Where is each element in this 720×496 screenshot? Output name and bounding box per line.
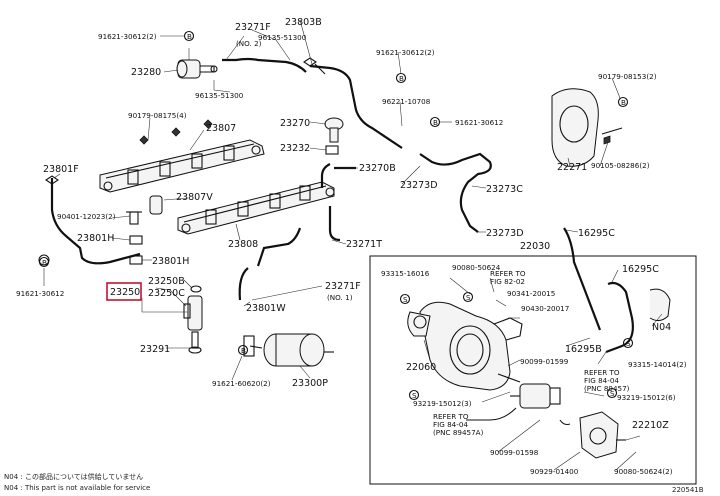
label-93219-15012-a: 93219-15012(3) bbox=[413, 399, 472, 408]
label-23271f-no1: 23271F bbox=[325, 281, 361, 292]
label-23273d-a: 23273D bbox=[400, 180, 438, 191]
label-23801f: 23801F bbox=[43, 164, 79, 175]
small-fittings-drawing bbox=[126, 195, 163, 265]
label-23273c: 23273C bbox=[486, 184, 523, 195]
label-23271f-no1-sub: (NO. 1) bbox=[327, 293, 353, 302]
idle-control-valve-drawing bbox=[466, 383, 561, 421]
label-pnc-b: (PNC 89457A) bbox=[433, 428, 484, 437]
label-23271f-no2: 23271F bbox=[235, 22, 271, 33]
label-91621-30612-tr: 91621-30612(2) bbox=[376, 48, 435, 57]
label-22271: 22271 bbox=[557, 162, 587, 173]
label-90341-20015: 90341-20015 bbox=[507, 289, 555, 298]
label-23250b: 23250B bbox=[148, 276, 185, 287]
bullet-b-4: B bbox=[42, 258, 47, 267]
fuel-filter-drawing bbox=[243, 333, 334, 367]
throttle-body-drawing bbox=[407, 301, 523, 391]
fuel-pipe-23801f-drawing bbox=[38, 175, 141, 266]
throttle-body-assembly-frame bbox=[369, 255, 697, 485]
label-93219-15012-b: 93219-15012(6) bbox=[617, 393, 676, 402]
label-23801h-b: 23801H bbox=[152, 256, 189, 267]
bullet-b-2: B bbox=[399, 74, 404, 83]
label-23807: 23807 bbox=[206, 123, 236, 134]
label-16295c-a: 16295C bbox=[578, 228, 615, 239]
label-96135-51300-b: 96135-51300 bbox=[195, 91, 244, 100]
label-90179-08153: 90179-08153(2) bbox=[598, 72, 657, 81]
label-90080-50624-a: 90080-50624 bbox=[452, 263, 501, 272]
fuel-rail-23808-drawing bbox=[177, 181, 335, 235]
label-91621-60620: 91621-60620(2) bbox=[212, 379, 271, 388]
label-23232: 23232 bbox=[280, 143, 310, 154]
bullet-s-2: S bbox=[466, 293, 471, 302]
label-93315-16016: 93315-16016 bbox=[381, 269, 430, 278]
label-n04: N04 bbox=[652, 322, 671, 333]
bullet-s-1: S bbox=[403, 295, 408, 304]
label-90179-08175: 90179-08175(4) bbox=[128, 111, 187, 120]
label-fig-84-a: FIG 84-04 bbox=[584, 376, 619, 385]
label-91621-30612-tl: 91621-30612(2) bbox=[98, 32, 157, 41]
label-refer-84-a: REFER TO bbox=[584, 368, 620, 377]
label-23280: 23280 bbox=[131, 67, 161, 78]
label-23801w: 23801W bbox=[246, 303, 286, 314]
label-96221-10708: 96221-10708 bbox=[382, 97, 431, 106]
callout-bullets bbox=[38, 30, 634, 401]
label-23250: 23250 bbox=[110, 287, 140, 298]
leader-lines bbox=[43, 19, 663, 471]
label-22060: 22060 bbox=[406, 362, 436, 373]
throttle-cover-22271-drawing bbox=[551, 88, 623, 167]
label-refer-82: REFER TO bbox=[490, 269, 526, 278]
label-91621-30612-bl: 91621-30612 bbox=[16, 289, 64, 298]
bullet-s-3: S bbox=[412, 391, 417, 400]
label-23270b: 23270B bbox=[359, 163, 396, 174]
bullet-b-5: B bbox=[241, 346, 246, 355]
label-23270: 23270 bbox=[280, 118, 310, 129]
pulsation-damper-drawing bbox=[324, 117, 344, 155]
label-23807v: 23807V bbox=[176, 192, 213, 203]
bullet-b-6: B bbox=[621, 98, 626, 107]
label-90401-12023: 90401-12023(2) bbox=[57, 212, 116, 221]
label-22210z: 22210Z bbox=[632, 420, 669, 431]
label-23271t: 23271T bbox=[346, 239, 382, 250]
label-90105-08286: 90105-08286(2) bbox=[591, 161, 650, 170]
label-91621-30612-mid: 91621-30612 bbox=[455, 118, 503, 127]
label-16295b: 16295B bbox=[565, 344, 602, 355]
label-23801h-a: 23801H bbox=[77, 233, 114, 244]
fuel-hose-drawings bbox=[238, 152, 492, 301]
fuel-injector-drawing bbox=[183, 285, 203, 354]
footer-note-jp: N04 : この部品については供給していません bbox=[4, 472, 143, 481]
label-16295c-b: 16295C bbox=[622, 264, 659, 275]
fuel-tube-23803b-drawing bbox=[222, 57, 403, 149]
fuel-pressure-regulator-drawing bbox=[176, 48, 218, 79]
bullet-b-3: B bbox=[433, 118, 438, 127]
label-23803b: 23803B bbox=[285, 17, 322, 28]
label-90929-01400: 90929-01400 bbox=[530, 467, 579, 476]
label-90099-01598: 90099-01598 bbox=[490, 448, 539, 457]
label-96135-51300-a: 96135-51300 bbox=[258, 33, 307, 42]
label-fig-82: FIG 82-02 bbox=[490, 277, 525, 286]
bullet-s-4: S bbox=[610, 389, 615, 398]
label-23271f-no2-sub: (NO. 2) bbox=[236, 39, 262, 48]
water-bypass-hoses-drawing bbox=[563, 227, 671, 354]
label-refer-84-b: REFER TO bbox=[433, 412, 469, 421]
footer-note-en: N04 : This part is not available for ser… bbox=[4, 484, 150, 492]
label-90099-01599: 90099-01599 bbox=[520, 357, 569, 366]
footer-diagram-code: 220541B bbox=[672, 486, 704, 494]
bullet-b-1: B bbox=[187, 32, 192, 41]
label-23300p: 23300P bbox=[292, 378, 328, 389]
throttle-sensor-drawing bbox=[559, 411, 626, 459]
bullet-s-5: S bbox=[626, 339, 631, 348]
label-fig-84-b: FIG 84-04 bbox=[433, 420, 468, 429]
label-22030: 22030 bbox=[520, 241, 550, 252]
label-pnc-a: (PNC 89457) bbox=[584, 384, 630, 393]
label-90430-20017: 90430-20017 bbox=[521, 304, 569, 313]
label-90080-50624-b: 90080-50624(2) bbox=[614, 467, 673, 476]
label-23808: 23808 bbox=[228, 239, 258, 250]
fuel-rail-23807-drawing bbox=[99, 119, 265, 193]
label-23291: 23291 bbox=[140, 344, 170, 355]
label-93315-14014: 93315-14014(2) bbox=[628, 360, 687, 369]
label-23273d-b: 23273D bbox=[486, 228, 524, 239]
highlight-box-23250 bbox=[106, 282, 142, 301]
label-23250c: 23250C bbox=[148, 288, 185, 299]
